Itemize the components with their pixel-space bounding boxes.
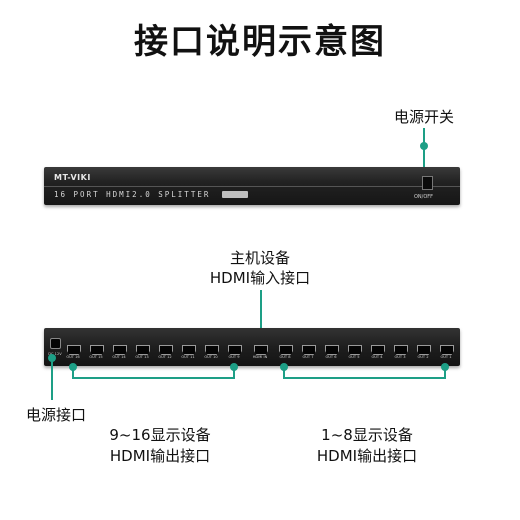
hdmi-out-10-port[interactable] [205, 345, 219, 355]
model-name: 16 PORT HDMI2.0 SPLITTER [54, 190, 211, 199]
hdmi-out-2-label: OUT 2 [417, 355, 429, 359]
out-9-16-bracket-left [72, 370, 74, 378]
host-input-leader-line [260, 290, 262, 338]
hdmi-out-14-label: OUT 14 [112, 355, 126, 359]
out-9-16-bracket-bar [72, 377, 235, 379]
hdmi-out-3-label: OUT 3 [394, 355, 406, 359]
hdmi-out-1-port[interactable] [440, 345, 454, 355]
hdmi-out-9-label: OUT 9 [228, 355, 240, 359]
power-switch[interactable] [422, 176, 433, 190]
hdmi-out-8-port[interactable] [279, 345, 293, 355]
hdmi-out-2-port[interactable] [417, 345, 431, 355]
out-9-16-label-line2: HDMI输出接口 [109, 447, 211, 465]
hdmi-out-8-label: OUT 8 [279, 355, 291, 359]
host-input-label-line2: HDMI输入接口 [209, 269, 311, 287]
hdmi-in-label: HDMI IN [252, 355, 268, 359]
hdmi-out-15-label: OUT 15 [89, 355, 103, 359]
hdmi-in-port[interactable] [254, 345, 268, 355]
hdmi-out-10-label: OUT 10 [204, 355, 218, 359]
hdmi-out-1-label: OUT 1 [440, 355, 452, 359]
hdmi-out-7-label: OUT 7 [302, 355, 314, 359]
hdmi-out-4-label: OUT 4 [371, 355, 383, 359]
hdmi-out-12-label: OUT 12 [158, 355, 172, 359]
power-port-marker-dot [48, 354, 56, 362]
hdmi-out-13-label: OUT 13 [135, 355, 149, 359]
hdmi-out-6-label: OUT 6 [325, 355, 337, 359]
out-9-16-label-line1: 9~16显示设备 [109, 426, 211, 444]
hdmi-out-12-port[interactable] [159, 345, 173, 355]
hdmi-out-9-port[interactable] [228, 345, 242, 355]
out-1-8-label-line2: HDMI输出接口 [316, 447, 418, 465]
out-1-marker-dot [441, 363, 449, 371]
splitter-back-panel: DC 12V OUT 16 OUT 15 OUT 14 OUT 13 OUT 1… [44, 328, 460, 366]
hdmi-out-16-port[interactable] [67, 345, 81, 355]
hdmi-out-16-label: OUT 16 [66, 355, 80, 359]
host-input-label-line1: 主机设备 [229, 249, 290, 267]
power-switch-marker-dot [420, 142, 428, 150]
hdmi-out-5-label: OUT 5 [348, 355, 360, 359]
brand-logo: MT-VIKI [54, 173, 91, 182]
power-port-label: 电源接口 [26, 406, 87, 424]
hdmi-out-6-port[interactable] [325, 345, 339, 355]
page-title: 接口说明示意图 [134, 22, 386, 62]
out-9-marker-dot [230, 363, 238, 371]
hdmi-out-13-port[interactable] [136, 345, 150, 355]
out-8-marker-dot [280, 363, 288, 371]
hdmi-out-5-port[interactable] [348, 345, 362, 355]
power-switch-leader-line [423, 128, 425, 176]
hdmi-out-7-port[interactable] [302, 345, 316, 355]
hdmi-out-11-port[interactable] [182, 345, 196, 355]
out-1-8-bracket-bar [283, 377, 446, 379]
out-1-8-bracket-left [283, 370, 285, 378]
hdmi-out-15-port[interactable] [90, 345, 104, 355]
hdmi-out-14-port[interactable] [113, 345, 127, 355]
dc-power-jack[interactable] [50, 338, 61, 349]
power-switch-label: 电源开关 [394, 108, 455, 126]
hdmi-out-3-port[interactable] [394, 345, 408, 355]
front-panel-divider [44, 186, 460, 187]
hdmi-out-11-label: OUT 11 [181, 355, 195, 359]
out-16-marker-dot [69, 363, 77, 371]
splitter-front-panel: MT-VIKI 16 PORT HDMI2.0 SPLITTER ON/OFF [44, 167, 460, 205]
power-port-leader-line [51, 360, 53, 400]
model-badge [222, 191, 248, 198]
hdmi-out-4-port[interactable] [371, 345, 385, 355]
dc-power-jack-label: DC 12V [48, 352, 62, 356]
out-1-8-bracket-right [444, 370, 446, 378]
out-9-16-bracket-right [233, 370, 235, 378]
power-switch-caption: ON/OFF [414, 194, 434, 200]
out-1-8-label-line1: 1~8显示设备 [321, 426, 413, 444]
